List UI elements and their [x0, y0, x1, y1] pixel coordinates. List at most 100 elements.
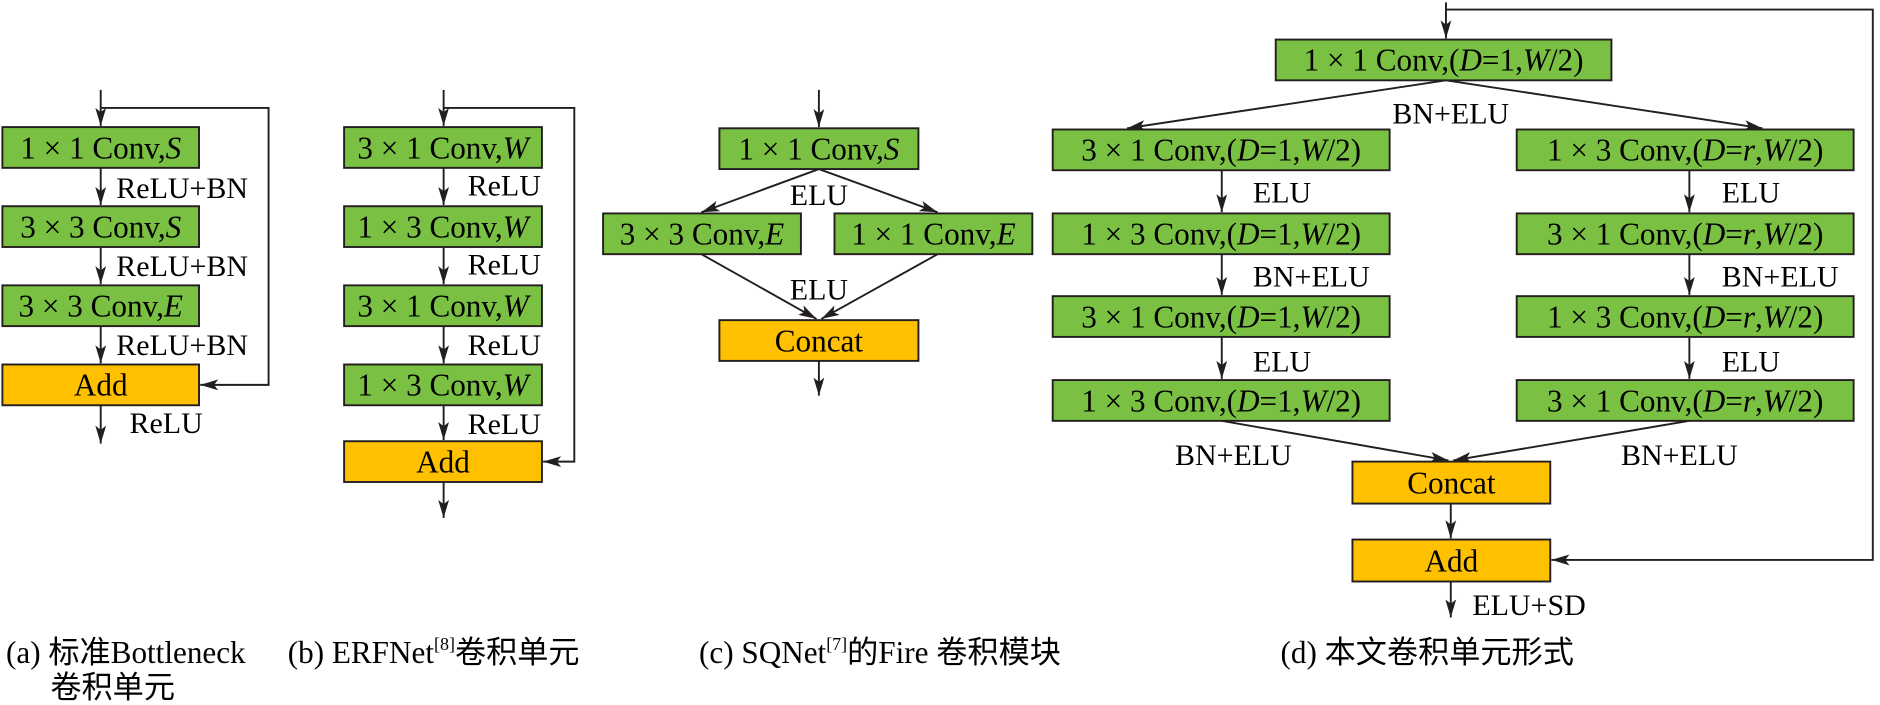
- connector-layer: [95, 2, 1874, 618]
- panel-d-split-arrow-left: [1126, 79, 1447, 131]
- label-text: 1 × 3 Conv,: [357, 209, 502, 244]
- variable-symbol: D: [1236, 217, 1260, 252]
- label-text: 1 × 3 Conv,(: [1081, 383, 1237, 418]
- label-text: 3 × 1 Conv,(: [1081, 133, 1237, 168]
- label-text: 3 × 1 Conv,: [357, 130, 502, 165]
- label-text: /2): [1549, 43, 1584, 78]
- panel-d-conv-block-7: 3 × 1 Conv,(D=r,W/2): [1515, 212, 1855, 256]
- block-label: Concat: [1407, 465, 1496, 500]
- label-text: /2): [1326, 133, 1361, 168]
- panel-d-concat-block-10: Concat: [1351, 460, 1552, 505]
- panel-a-edge-label-3: ReLU+BN: [116, 329, 248, 362]
- label-text: Add: [74, 368, 128, 403]
- block-label: 1 × 1 Conv,E: [851, 217, 1015, 252]
- panel-d-conv-block-2: 3 × 1 Conv,(D=1,W/2): [1051, 128, 1391, 172]
- variable-symbol: D: [1458, 43, 1482, 78]
- block-rect: [1051, 295, 1391, 338]
- panel-b-skip-connection: [443, 106, 576, 468]
- label-text: Add: [416, 444, 470, 479]
- panel-c-edge-label-2: ELU: [790, 274, 849, 307]
- label-text: 1 × 3 Conv,(: [1547, 133, 1703, 168]
- label-text: =1,: [1260, 383, 1301, 418]
- label-text: =: [1725, 299, 1743, 334]
- variable-symbol: S: [166, 130, 182, 165]
- panel-d-split-arrow-right: [1445, 79, 1763, 131]
- panel-b-edge-label-1: ReLU: [468, 169, 542, 202]
- block-layer: 1 × 1 Conv,S3 × 3 Conv,S3 × 3 Conv,EAdd3…: [1, 38, 1855, 583]
- label-text: ,: [1755, 133, 1763, 168]
- variable-symbol: W: [1763, 133, 1792, 168]
- panel-d-conv-block-3: 1 × 3 Conv,(D=1,W/2): [1051, 212, 1391, 256]
- panel-c-merge-arrow-left: [700, 253, 817, 320]
- variable-symbol: W: [503, 289, 532, 324]
- label-text: Concat: [775, 323, 864, 358]
- panel-a-edge-label-2: ReLU+BN: [116, 250, 248, 283]
- panel-d-merge-arrow-left: [1221, 419, 1449, 463]
- block-label: 1 × 1 Conv,S: [20, 130, 181, 165]
- variable-symbol: E: [764, 217, 784, 252]
- panel-a-conv-block-2: 3 × 3 Conv,S: [1, 205, 200, 248]
- block-rect: [1515, 128, 1855, 172]
- label-text: /2): [1326, 383, 1361, 418]
- label-text: 3 × 1 Conv,(: [1547, 383, 1703, 418]
- block-rect: [343, 440, 543, 483]
- label-text: 1 × 3 Conv,: [357, 368, 502, 403]
- panel-a-conv-block-1: 1 × 1 Conv,S: [1, 126, 200, 169]
- block-label: 3 × 3 Conv,S: [20, 209, 181, 244]
- block-label: 1 × 3 Conv,(D=r,W/2): [1547, 299, 1823, 334]
- label-text: 1 × 1 Conv,: [851, 217, 996, 252]
- block-label: 3 × 1 Conv,(D=1,W/2): [1081, 299, 1361, 334]
- block-label: 3 × 3 Conv,E: [19, 289, 183, 324]
- panel-b-edge-label-4: ReLU: [468, 408, 542, 441]
- variable-symbol: W: [1763, 299, 1792, 334]
- panel-a-caption-line-2: 卷积单元: [50, 670, 175, 705]
- panel-c-merge-arrow-right: [820, 253, 939, 320]
- block-label: 3 × 1 Conv,(D=r,W/2): [1547, 383, 1823, 418]
- label-text: 3 × 3 Conv,: [620, 217, 765, 252]
- label-text: 3 × 1 Conv,: [357, 289, 502, 324]
- block-label: 3 × 1 Conv,W: [357, 289, 531, 324]
- block-rect: [343, 126, 543, 169]
- panel-d-edge-label-10: ELU+SD: [1472, 589, 1585, 622]
- panel-b-edge-label-2: ReLU: [468, 249, 542, 282]
- panel-b-conv-block-4: 1 × 3 Conv,W: [343, 363, 543, 407]
- panel-c-conv-block-3: 1 × 1 Conv,E: [833, 212, 1034, 256]
- block-label: 3 × 1 Conv,(D=1,W/2): [1081, 133, 1361, 168]
- label-text: 3 × 3 Conv,: [20, 209, 165, 244]
- variable-symbol: S: [884, 131, 900, 166]
- citation-superscript: [8]: [434, 634, 455, 654]
- panel-a-add-block-4: Add: [1, 363, 200, 407]
- label-text: =1,: [1260, 217, 1301, 252]
- panel-c-split-arrow-right: [818, 168, 938, 214]
- edge-label-layer: ReLU+BNReLU+BNReLU+BNReLUReLUReLUReLUReL…: [116, 97, 1839, 622]
- panel-d-edge-label-9: BN+ELU: [1621, 439, 1738, 472]
- block-label: 3 × 3 Conv,E: [620, 217, 784, 252]
- block-label: 3 × 1 Conv,W: [357, 130, 531, 165]
- block-rect: [602, 212, 802, 256]
- block-rect: [1274, 38, 1613, 82]
- variable-symbol: r: [1743, 383, 1756, 418]
- label-text: =1,: [1260, 299, 1301, 334]
- label-text: ,: [1755, 383, 1763, 418]
- panel-d-edge-label-3: BN+ELU: [1253, 261, 1370, 294]
- block-label: 3 × 1 Conv,(D=r,W/2): [1547, 217, 1823, 252]
- block-rect: [343, 363, 543, 407]
- variable-symbol: D: [1236, 383, 1260, 418]
- block-label: 1 × 3 Conv,W: [357, 209, 531, 244]
- variable-symbol: W: [1300, 383, 1329, 418]
- block-rect: [343, 205, 543, 248]
- variable-symbol: E: [163, 289, 183, 324]
- label-text: ,: [1755, 217, 1763, 252]
- panel-b-edge-label-3: ReLU: [468, 329, 542, 362]
- label-text: 3 × 3 Conv,: [19, 289, 164, 324]
- block-rect: [833, 212, 1034, 256]
- block-rect: [1, 284, 200, 328]
- block-rect: [718, 319, 920, 362]
- block-rect: [1, 205, 200, 248]
- block-label: 1 × 1 Conv,S: [738, 131, 899, 166]
- panel-d-edge-label-8: BN+ELU: [1175, 439, 1292, 472]
- block-rect: [1, 363, 200, 407]
- label-text: ,: [1755, 299, 1763, 334]
- variable-symbol: W: [503, 130, 532, 165]
- label-text: /2): [1326, 299, 1361, 334]
